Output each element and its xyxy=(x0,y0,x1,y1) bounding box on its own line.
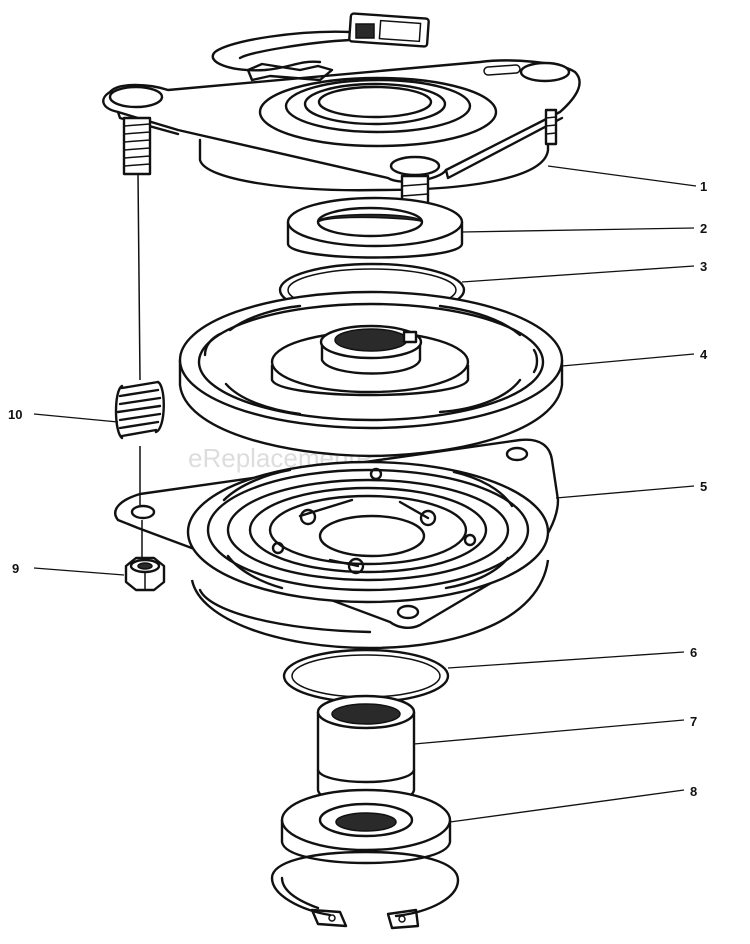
leader-lines xyxy=(33,165,697,823)
bottom-snap-ring xyxy=(270,850,460,930)
callout-7: 7 xyxy=(690,714,697,729)
callout-2: 2 xyxy=(700,221,707,236)
callout-9: 9 xyxy=(12,561,19,576)
callout-6: 6 xyxy=(690,645,697,660)
part-5-brake-housing xyxy=(114,438,560,650)
part-8-bearing xyxy=(280,788,452,865)
callout-5: 5 xyxy=(700,479,707,494)
callout-10: 10 xyxy=(8,407,22,422)
part-9-nut xyxy=(124,520,166,592)
callout-4: 4 xyxy=(700,347,708,362)
part-1-field-plate xyxy=(102,12,581,248)
part-7-hub-sleeve xyxy=(316,694,416,805)
part-6-retaining-ring xyxy=(282,648,450,704)
part-2-bearing xyxy=(286,196,464,259)
callout-8: 8 xyxy=(690,784,697,799)
callout-3: 3 xyxy=(700,259,707,274)
callout-1: 1 xyxy=(700,179,707,194)
part-10-spring xyxy=(114,173,165,505)
part-4-rotor xyxy=(178,290,564,458)
